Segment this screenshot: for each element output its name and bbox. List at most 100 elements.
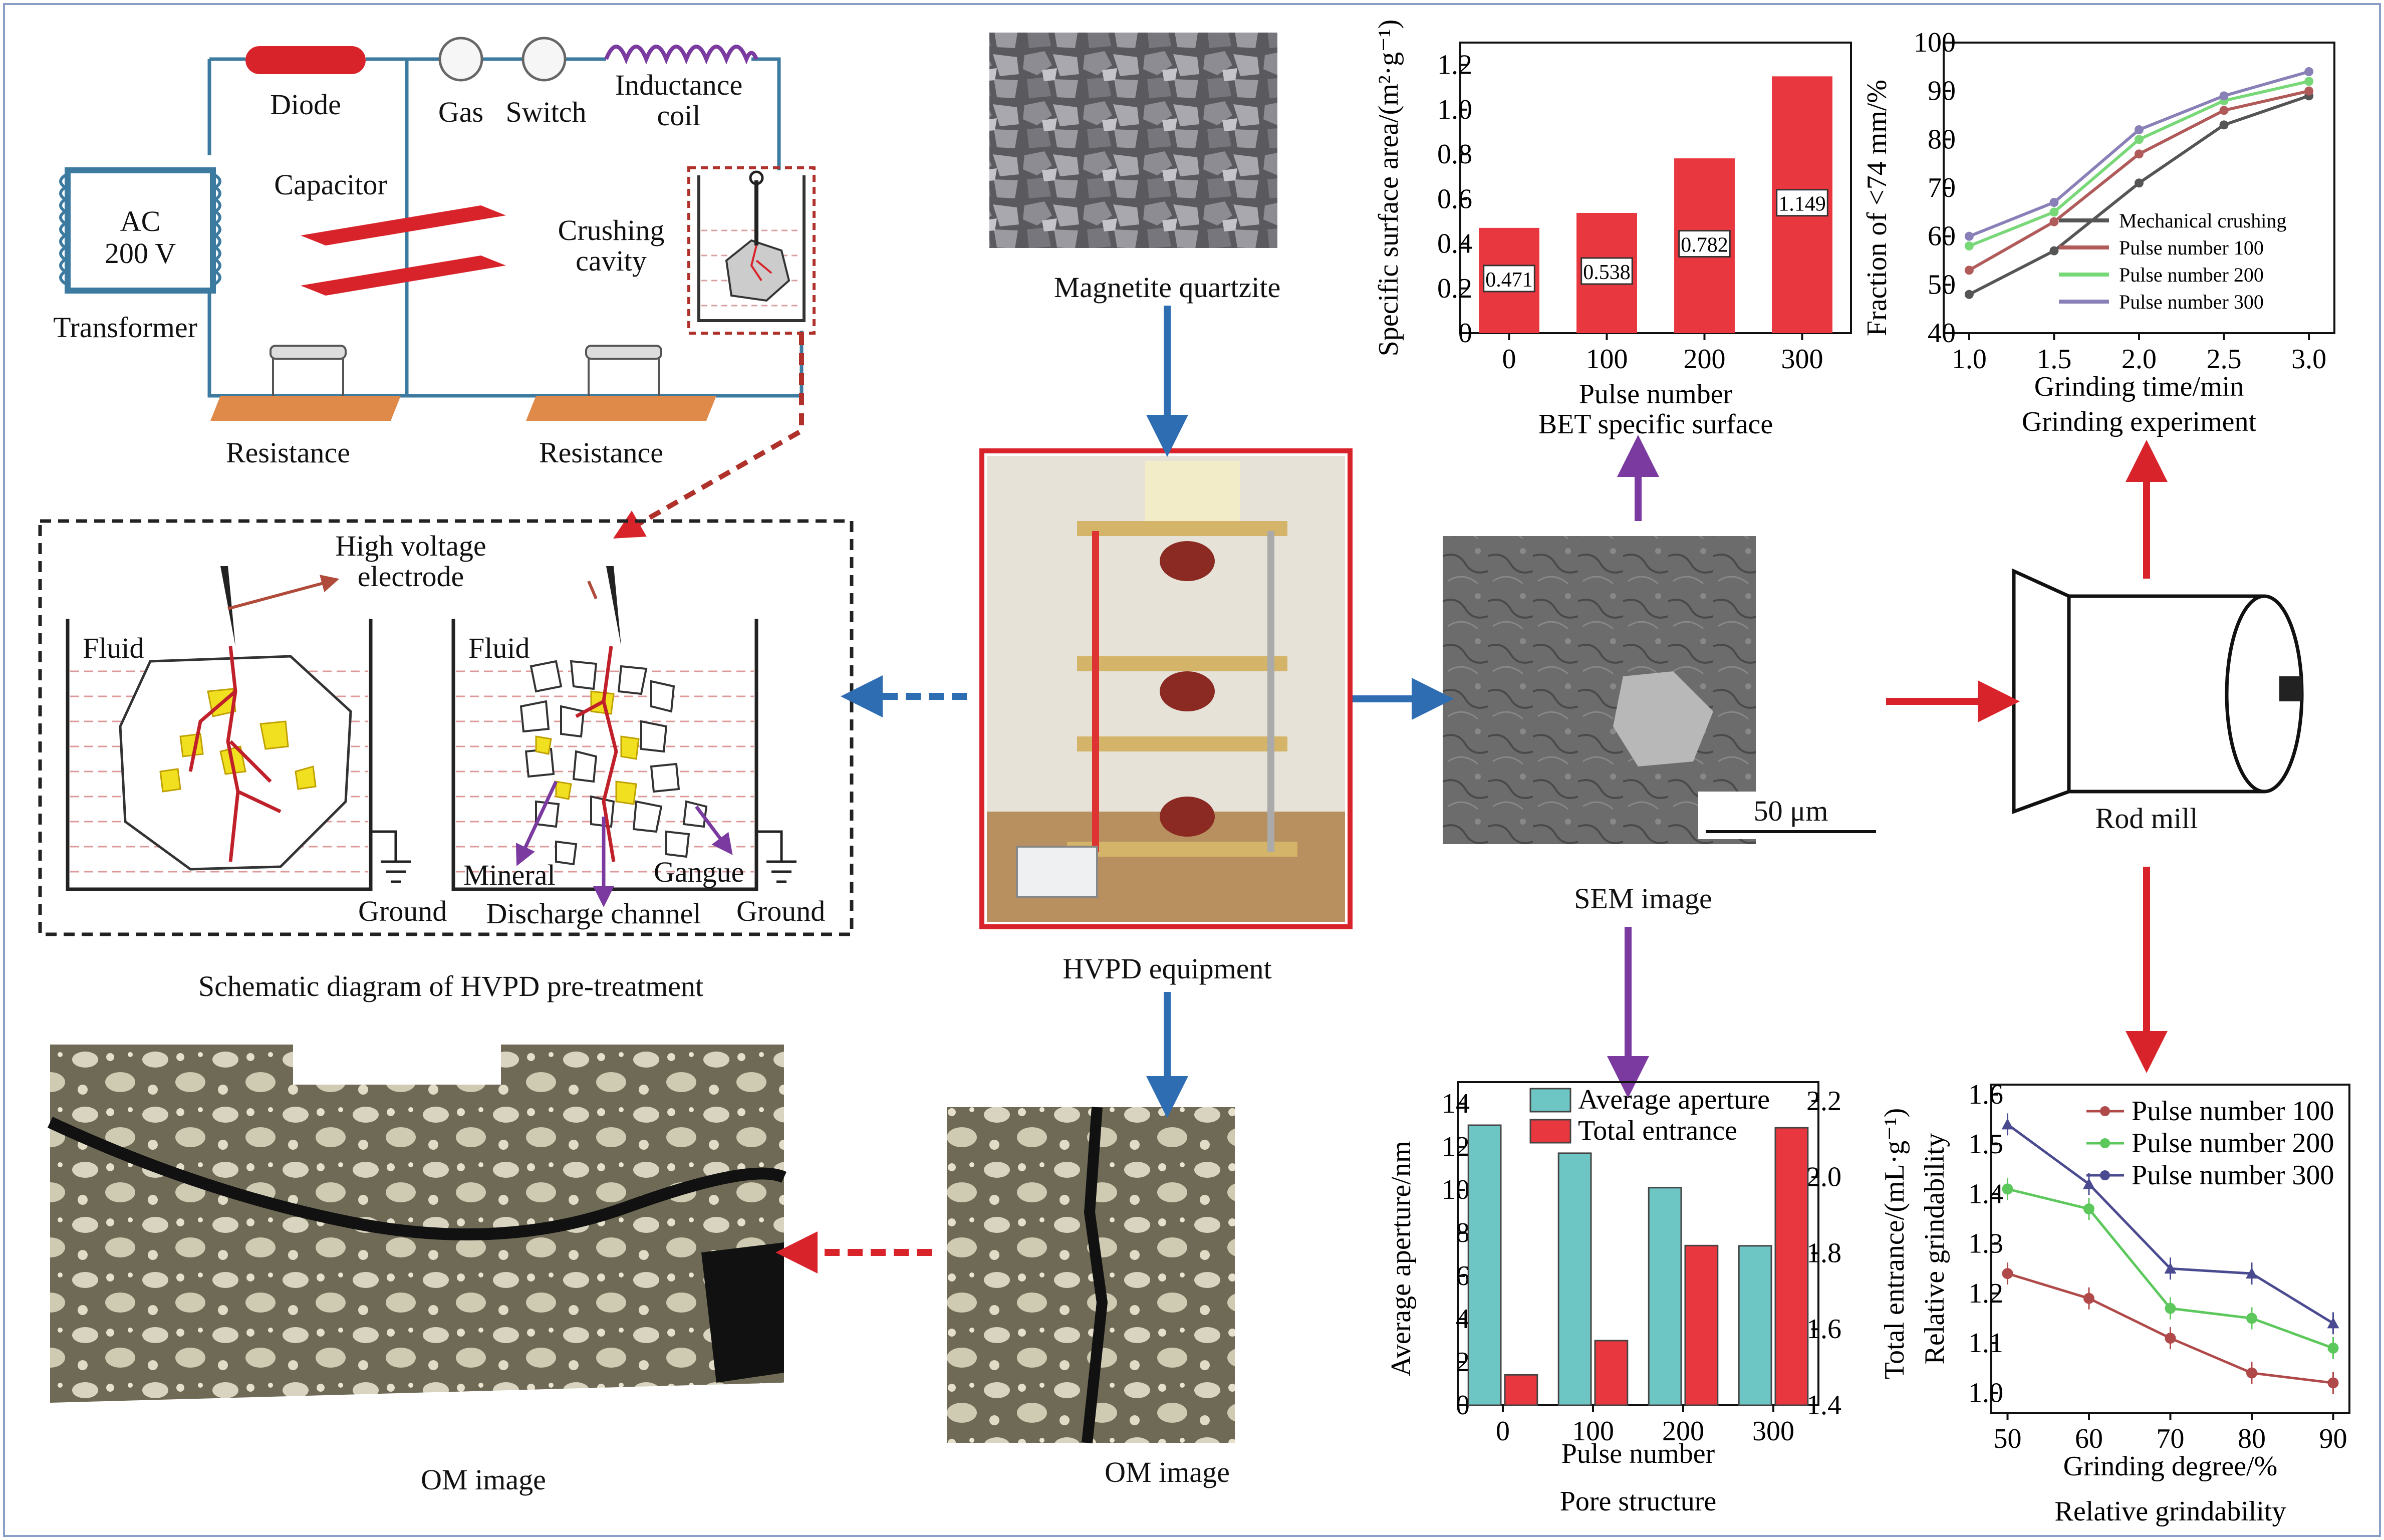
x-tick-label: 80: [2238, 1423, 2266, 1454]
magnetite-quartzite-photo: [989, 33, 1277, 248]
grinding-caption: Grinding experiment: [2022, 406, 2257, 437]
grinding-point: [2135, 125, 2144, 134]
switch-label: Switch: [505, 96, 587, 128]
circuit-diagram: [59, 37, 816, 539]
grinding-point: [2219, 120, 2229, 130]
grinding-xlabel: Grinding time/min: [2034, 371, 2244, 402]
x-tick-label: 60: [2075, 1423, 2103, 1454]
sem-image-photo: [1443, 536, 1884, 844]
pore-bar: [1467, 1124, 1502, 1406]
transformer-coil-left: [59, 174, 68, 285]
cavity-ore-particle: [725, 239, 790, 302]
x-tick-label: 200: [1684, 344, 1726, 375]
grinding-point: [2304, 67, 2314, 76]
grindability-point: [2002, 1183, 2013, 1195]
schematic-caption: Schematic diagram of HVPD pre-treatment: [198, 970, 704, 1002]
grinding-legend-label: Pulse number 200: [2119, 264, 2264, 286]
pore-ylabel: Average aperture/nm: [1386, 1141, 1417, 1376]
grindability-point: [2246, 1267, 2258, 1279]
bet-data-label-box: [1580, 257, 1633, 285]
y-tick-label: 1.1: [1968, 1328, 2003, 1359]
y-tick-label: 2.0: [1806, 1162, 1841, 1193]
x-tick-label: 100: [1586, 344, 1628, 375]
rod-mill-label: Rod mill: [2095, 802, 2198, 835]
y-tick-label: 1.4: [1968, 1178, 2003, 1209]
y-tick-label: 1.6: [1806, 1314, 1841, 1345]
inductance-coil-label: Inductance coil: [615, 69, 743, 132]
bet-ylabel: Specific surface area/(m²·g⁻¹): [1373, 20, 1404, 357]
grindability-point: [2246, 1313, 2257, 1324]
pore-legend-swatch: [1529, 1088, 1571, 1113]
discharge-channel-path: [575, 646, 618, 862]
y-tick-label: 1.4: [1806, 1390, 1841, 1421]
pore-bar: [1594, 1340, 1629, 1406]
sem-scale-label: 50 μm: [1753, 795, 1828, 827]
pore-legend-label: Average aperture: [1578, 1084, 1770, 1115]
mineral-fragments: [535, 690, 640, 805]
pore-xlabel: Pulse number: [1561, 1438, 1715, 1469]
electrode-label: High voltage electrode: [335, 530, 486, 593]
y-tick-label: 40: [1928, 318, 1956, 349]
grinding-point: [1964, 241, 1974, 250]
grinding-point: [2049, 207, 2059, 217]
grindability-legend-label: Pulse number 300: [2132, 1160, 2334, 1191]
grinding-point: [1964, 290, 1974, 299]
om-left-label: OM image: [421, 1463, 546, 1496]
grindability-point: [2246, 1367, 2257, 1379]
y-tick-label: 1.8: [1806, 1237, 1841, 1268]
om-center-label: OM image: [1105, 1456, 1230, 1488]
y-tick-label: 14: [1442, 1088, 1470, 1119]
plot-frame: [1459, 42, 1852, 334]
grindability-point: [2164, 1262, 2177, 1274]
diode-symbol: [245, 46, 366, 74]
bet-data-label-box: [1678, 230, 1731, 258]
resistor-right: [526, 345, 716, 421]
grindability-point: [2165, 1333, 2176, 1344]
y-tick-label: 8: [1456, 1217, 1470, 1248]
discharge-channel-label: Discharge channel: [486, 897, 701, 930]
ac-source-box: [65, 167, 216, 294]
sem-label: SEM image: [1574, 882, 1712, 915]
grinding-point: [2135, 149, 2144, 159]
y-tick-label: 10: [1442, 1174, 1470, 1205]
x-tick-label: 90: [2319, 1423, 2347, 1454]
grindability-point: [2002, 1268, 2013, 1279]
x-tick-label: 0: [1502, 344, 1516, 375]
y-tick-label: 0.4: [1437, 228, 1472, 260]
y-tick-label: 80: [1928, 124, 1956, 155]
grindability-point: [2083, 1293, 2094, 1304]
pore-bar: [1557, 1152, 1592, 1406]
grindability-legend-marker: [2100, 1106, 2110, 1116]
bet-caption: BET specific surface: [1538, 409, 1773, 440]
grinding-point: [2049, 198, 2059, 207]
grinding-point: [2304, 77, 2314, 86]
y-tick-label: 0.6: [1437, 183, 1472, 214]
electrode-right: [606, 566, 621, 646]
om-center-crack: [1082, 1107, 1108, 1444]
grinding-point: [1964, 266, 1974, 275]
y-tick-label: 0.8: [1437, 139, 1472, 170]
pore-caption: Pore structure: [1560, 1486, 1717, 1517]
grindability-point: [2083, 1203, 2094, 1215]
om-image-left-photo: [47, 1045, 787, 1403]
grinding-point: [2304, 86, 2314, 96]
pore-bar: [1504, 1374, 1538, 1406]
grindability-legend-marker: [2100, 1138, 2110, 1148]
x-tick-label: 2.0: [2122, 344, 2157, 375]
switch-ball: [521, 37, 567, 82]
x-tick-label: 100: [1572, 1416, 1614, 1447]
grindability-legend-label: Pulse number 100: [2132, 1096, 2334, 1127]
bet-data-label: 0.471: [1485, 269, 1533, 292]
inductance-coil-symbol: [604, 45, 758, 65]
y-tick-label: 70: [1928, 172, 1956, 203]
electrode-left: [220, 566, 235, 646]
x-tick-label: 1.5: [2036, 344, 2071, 375]
x-tick-label: 1.0: [1952, 344, 1987, 375]
ground-right-label: Ground: [736, 895, 826, 927]
grinding-ylabel: Fraction of <74 mm/%: [1862, 80, 1893, 336]
resistance-left-label: Resistance: [225, 436, 351, 469]
ac-source-label: AC 200 V: [104, 205, 176, 270]
pore-bar: [1738, 1245, 1772, 1406]
